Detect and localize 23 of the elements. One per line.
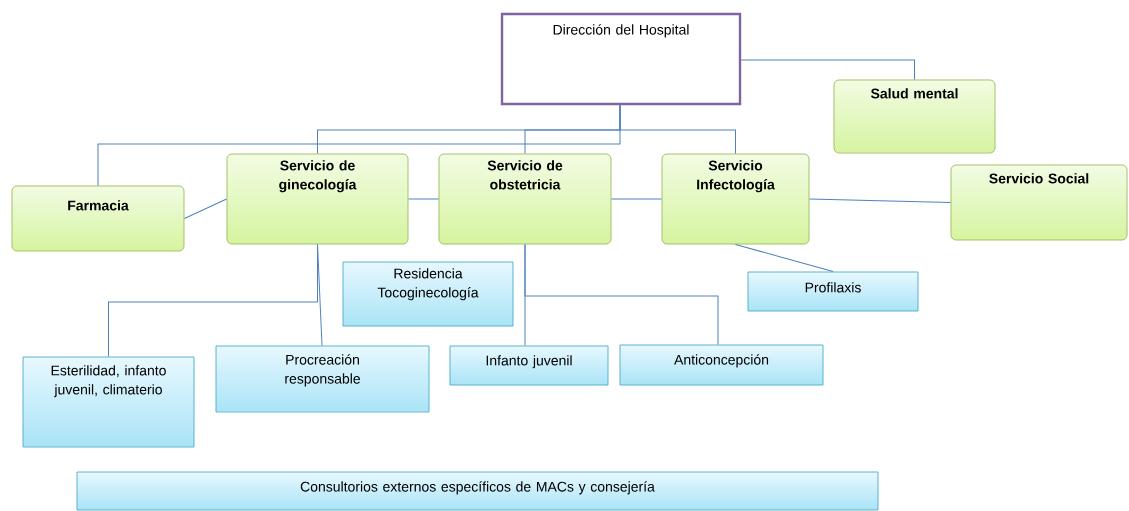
service-box: Servicio de ginecología: [226, 153, 409, 245]
service-box: Farmacia: [11, 185, 185, 252]
unit-box: Anticoncepción: [619, 344, 824, 386]
director-box: Dirección del Hospital: [500, 12, 742, 106]
connector-line: [317, 243, 323, 347]
connector-line: [619, 104, 736, 155]
service-box: Servicio Social: [950, 164, 1128, 241]
unit-box: Procreación responsable: [215, 345, 430, 413]
connector-line: [740, 59, 915, 81]
connector-line: [407, 198, 440, 200]
unit-box: Infanto juvenil: [449, 345, 609, 386]
unit-box: Residencia Tocoginecología: [342, 261, 514, 327]
service-box: Servicio de obstetricia: [438, 153, 612, 245]
service-box: Servicio Infectología: [661, 153, 810, 245]
service-box: Salud mental: [833, 79, 996, 154]
unit-box: Consultorios externos específicos de MACs y consejería: [76, 471, 879, 511]
connector-line: [735, 243, 834, 273]
connector-line: [524, 243, 719, 346]
unit-box: Esterilidad, infanto juvenil, climaterio: [22, 356, 195, 448]
unit-box: Profilaxis: [747, 271, 919, 312]
connector-line: [183, 198, 228, 219]
connector-line: [610, 198, 663, 200]
connector-line: [808, 198, 952, 203]
